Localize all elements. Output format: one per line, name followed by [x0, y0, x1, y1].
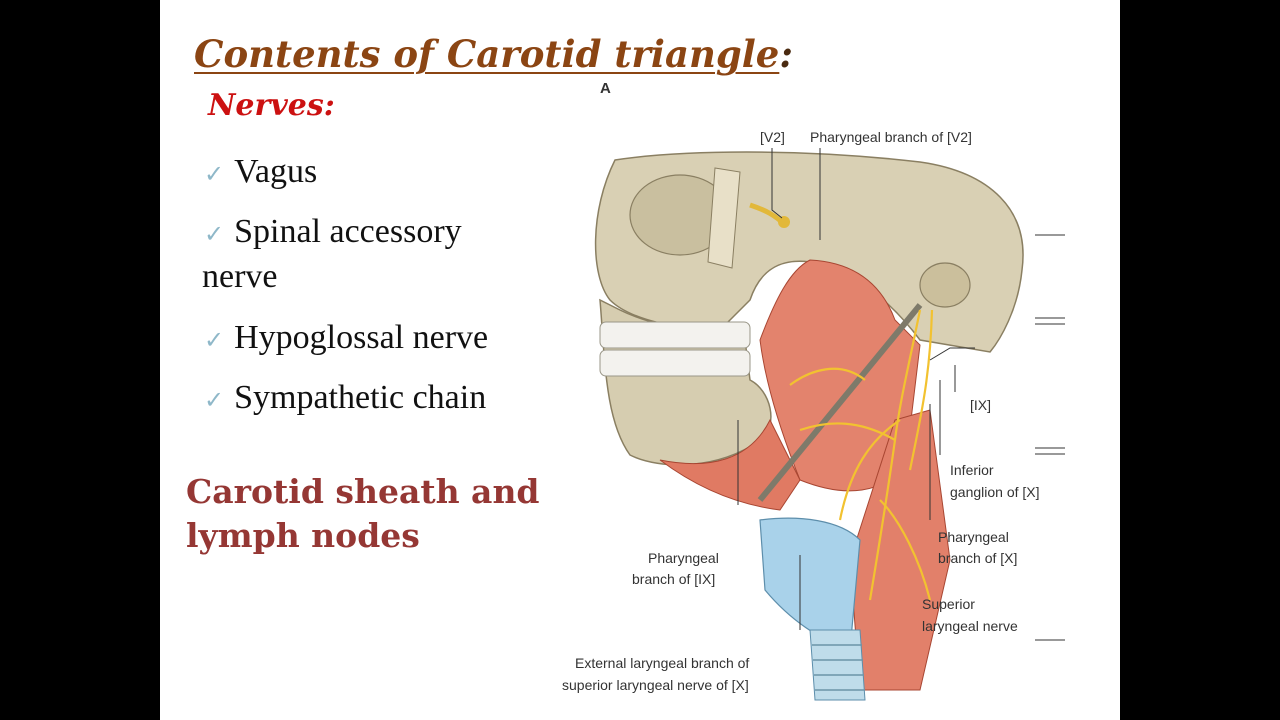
label-ix: [IX]	[970, 397, 991, 413]
label-pharyngeal-branch-x-line2: branch of [X]	[938, 550, 1017, 566]
label-inferior-ganglion-line1: Inferior	[950, 462, 994, 478]
bullet-hypoglossal: ✓ Hypoglossal nerve	[204, 316, 488, 363]
label-pharyngeal-branch-v2: Pharyngeal branch of [V2]	[810, 129, 972, 145]
styloid-process-shape	[757, 303, 923, 502]
label-pharyngeal-branch-ix-line1: Pharyngeal	[648, 550, 719, 566]
check-icon: ✓	[204, 388, 225, 414]
hyoid-muscle-shape	[659, 418, 801, 511]
section-heading-nerves: Nerves:	[208, 88, 335, 123]
label-pharyngeal-branch-x-line1: Pharyngeal	[938, 529, 1009, 545]
label-pharyngeal-branch-ix-line2: branch of [IX]	[632, 571, 715, 587]
anatomy-figure: A	[562, 80, 1065, 701]
label-v2: [V2]	[760, 129, 785, 145]
label-superior-laryngeal-line1: Superior	[922, 596, 975, 612]
figure-panel-letter: A	[600, 80, 611, 97]
check-icon: ✓	[204, 162, 225, 188]
label-external-laryngeal-line1: External laryngeal branch of	[575, 655, 749, 671]
slide-title-text: Contents of Carotid triangle	[194, 32, 780, 76]
zygomatic-shape	[707, 167, 741, 269]
slide-title: Contents of Carotid triangle:	[194, 32, 793, 76]
pterygopalatine-ganglion-shape	[778, 216, 790, 228]
bullet-label: Sympathetic chain	[234, 379, 487, 416]
carotid-sheath-text: Carotid sheath and lymph nodes	[186, 472, 540, 555]
bullet-spinal-accessory: ✓ Spinal accessory	[204, 210, 462, 257]
check-icon: ✓	[204, 222, 225, 248]
bullet-label: Hypoglossal nerve	[234, 319, 489, 356]
label-superior-laryngeal-line2: laryngeal nerve	[922, 618, 1018, 634]
leader-lines	[737, 148, 1065, 641]
bullet-vagus: ✓ Vagus	[204, 150, 317, 197]
bullet-label: Spinal accessory	[234, 213, 462, 250]
trachea-rings	[812, 644, 865, 691]
bullet-label: Vagus	[234, 153, 318, 190]
slide: Contents of Carotid triangle: Nerves: ✓ V…	[160, 0, 1120, 720]
bullet-spinal-accessory-cont: nerve	[202, 258, 278, 295]
slide-title-colon: :	[779, 32, 793, 76]
label-inferior-ganglion-line2: ganglion of [X]	[950, 484, 1040, 500]
mastoid-shape	[919, 262, 971, 308]
trachea-shape	[809, 629, 866, 701]
nerve-paths	[789, 309, 934, 601]
teeth-shape	[599, 321, 751, 377]
check-icon: ✓	[204, 328, 225, 354]
label-external-laryngeal-line2: superior laryngeal nerve of [X]	[562, 677, 749, 693]
bullet-sympathetic-chain: ✓ Sympathetic chain	[204, 376, 486, 423]
